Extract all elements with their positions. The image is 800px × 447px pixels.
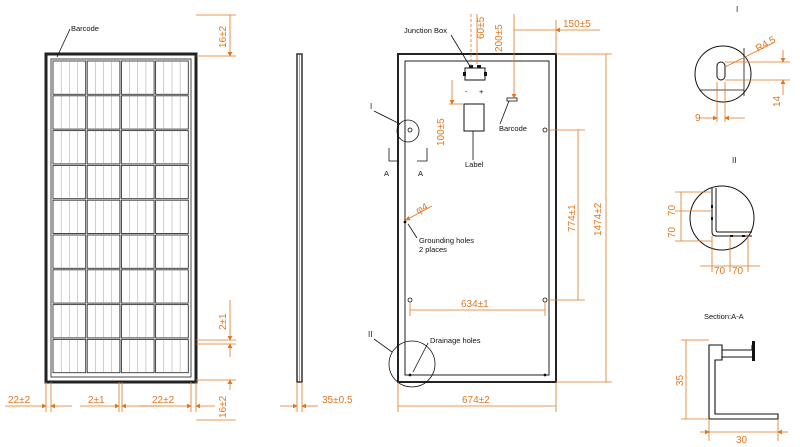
grounding-holes-label: Grounding holes [419,236,474,245]
label-text: Label [465,160,484,169]
rear-view: - + Junction Box Barcode Label I A A φ4 [368,14,612,412]
section-marker-left: A [384,169,389,178]
slot-width-dim: 9 [695,113,701,124]
front-top-dim: 16±2 [218,25,229,48]
junction-box: - + [463,65,487,96]
grounding-places-label: 2 places [419,245,447,254]
corner-v1-dim: 70 [667,204,678,216]
barcode-back-label: Barcode [499,124,527,133]
section-aa: Section:A-A 35 30 [675,312,788,446]
corner-h2-dim: 70 [732,266,744,277]
side-view: 35±0.5 [280,53,353,412]
front-mid-dim: 2±1 [218,313,229,330]
cell-grid [52,60,189,374]
front-bottom-dim: 16±2 [218,395,229,418]
barcode-front-label: Barcode [71,24,99,33]
drainage-holes-label: Drainage holes [430,336,481,345]
jbox-offset-dim: 60±5 [476,16,487,39]
front-gap-dim: 2±1 [88,395,105,406]
hole-dia-dim: φ4 [414,201,430,217]
side-thickness-dim: 35±0.5 [322,395,353,406]
front-frame-inner [50,58,192,378]
label-sticker [463,103,485,132]
front-view: Barcode 16±2 2±1 16±2 22±2 2±1 22±2 [5,14,236,421]
mount-width-dim: 634±1 [461,299,489,310]
detail-two: II 70 70 70 70 [667,156,760,277]
svg-text:+: + [479,87,484,96]
label-offset-dim: 100±5 [436,118,447,146]
barcode-side-dim: 150±5 [563,19,591,30]
barcode-offset-dim: 200±5 [494,24,505,52]
barcode-front-leader [56,28,71,58]
corner-h1-dim: 70 [714,266,726,277]
svg-text:-: - [465,87,468,96]
corner-v2-dim: 70 [667,226,678,238]
barcode-sticker [506,97,518,102]
detail-one: I R4.5 9 14 [694,5,790,124]
detail-two-marker: II [368,330,372,339]
svg-text:I: I [736,5,738,14]
slot-height-dim: 14 [772,95,783,107]
front-right-margin-dim: 22±2 [152,395,175,406]
section-title: Section:A-A [704,312,744,321]
detail-one-marker: I [370,102,372,111]
section-width-dim: 30 [736,435,748,446]
mount-slot [716,61,726,81]
section-height-dim: 35 [675,374,686,386]
panel-width-dim: 674±2 [462,395,490,406]
junction-box-label: Junction Box [404,26,447,35]
mount-span-dim: 774±1 [567,204,578,232]
slot-radius-dim: R4.5 [754,34,778,54]
section-marker-right: A [418,169,423,178]
svg-text:II: II [732,156,736,165]
panel-height-dim: 1474±2 [593,202,604,236]
front-left-margin-dim: 22±2 [8,395,31,406]
